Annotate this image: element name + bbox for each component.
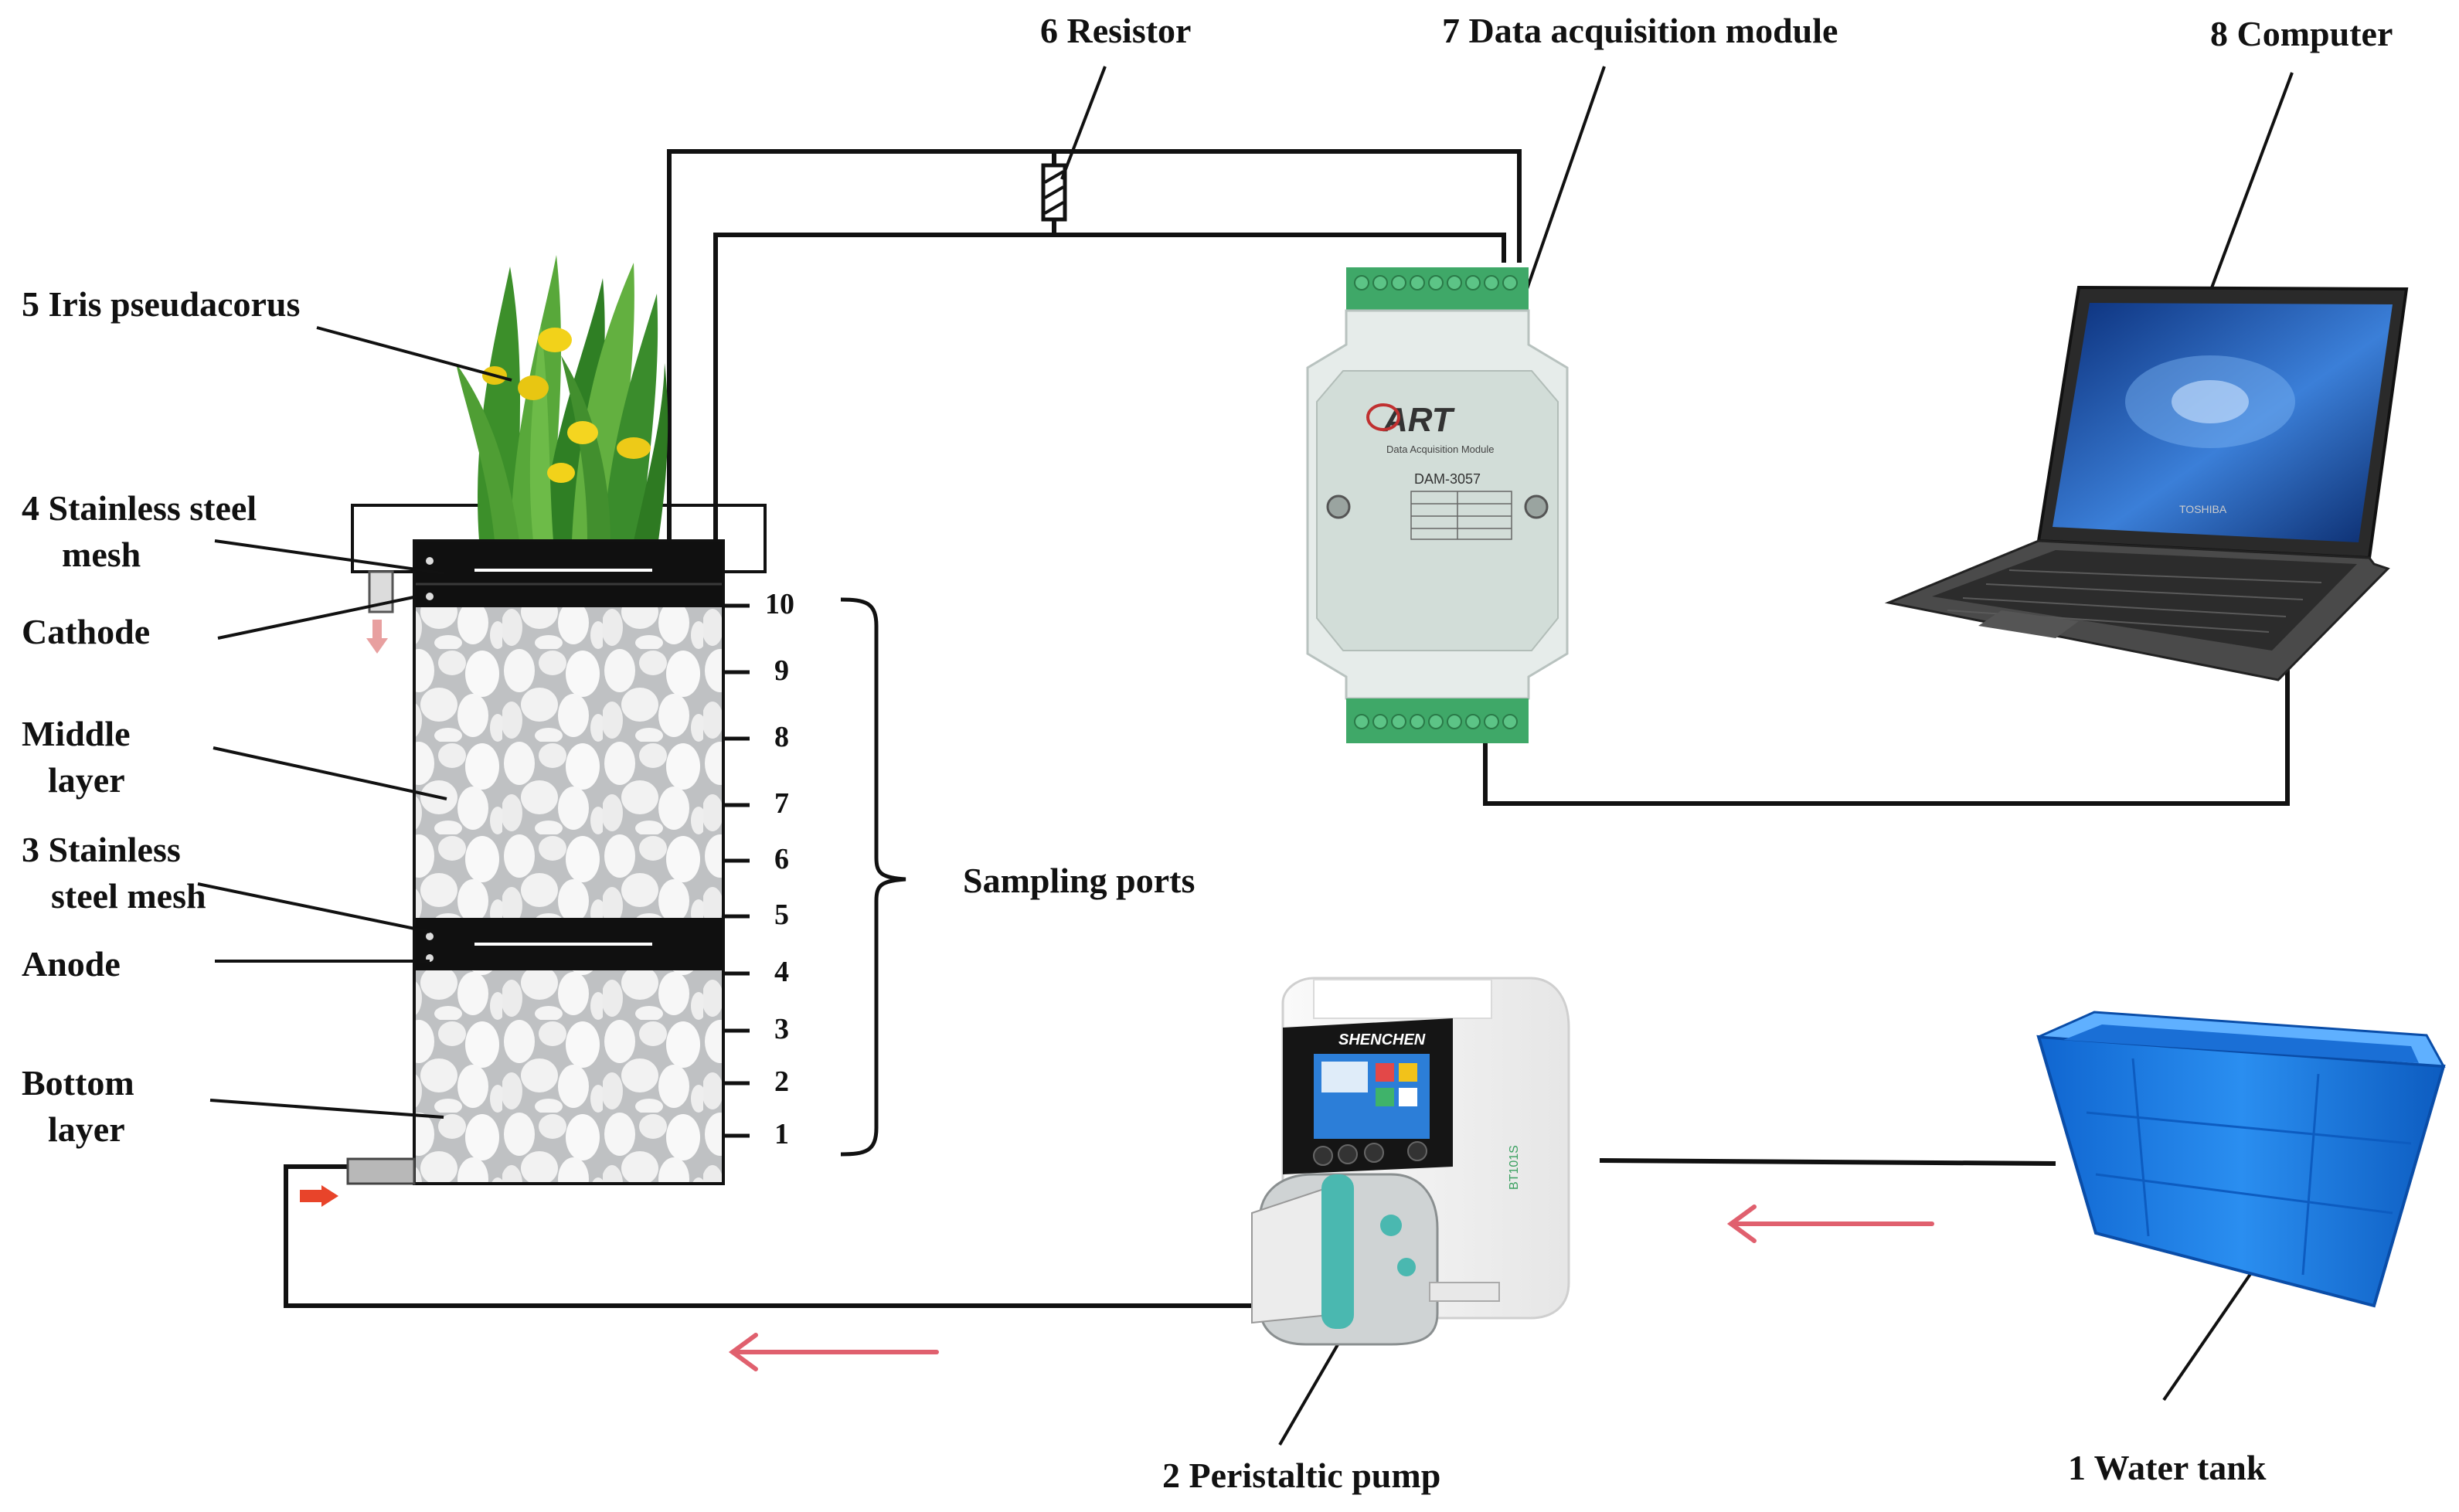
inlet-pipe [346, 1157, 416, 1185]
sampling-port-number: 8 [774, 721, 789, 753]
inlet-arrow [300, 1185, 338, 1207]
wire-daq-computer [1483, 658, 2290, 806]
daq-module: ART Data Acquisition Module DAM-3057 [1306, 267, 1569, 743]
sampling-bracket [840, 597, 906, 1157]
sampling-port-number: 3 [774, 1013, 789, 1045]
sampling-port-number: 6 [774, 843, 789, 875]
water-tank [2036, 1011, 2446, 1308]
sampling-port-ticks [723, 603, 750, 1138]
tube-tank-to-pump [1599, 1158, 2056, 1166]
peristaltic-pump: SHENCHEN BT101S [1251, 977, 1570, 1346]
reactor-column [300, 255, 767, 1207]
middle-layer-gravel [414, 607, 723, 918]
svg-text:BT101S: BT101S [1508, 1145, 1521, 1190]
computer-label: 8 Computer [2210, 14, 2393, 53]
mesh4-label-line1: 4 Stainless steel [22, 488, 257, 528]
middle-label-line1: Middle [22, 714, 131, 753]
flow-arrow-pump-to-reactor [728, 1333, 939, 1371]
sampling-port-number: 2 [774, 1065, 789, 1098]
sampling-port-number: 5 [774, 899, 789, 931]
daq-model: DAM-3057 [1414, 471, 1481, 487]
mesh3-label-line1: 3 Stainless [22, 830, 181, 869]
bottom-label-line1: Bottom [22, 1063, 134, 1103]
bottom-label-line2: layer [48, 1109, 125, 1149]
wiring [667, 149, 2290, 806]
tube-pump-to-reactor [284, 1164, 1252, 1308]
sampling-port-number: 10 [765, 588, 794, 620]
wire-anode-inner [713, 233, 1506, 542]
daq-label: 7 Data acquisition module [1442, 11, 1838, 50]
tank-label: 1 Water tank [2068, 1448, 2267, 1487]
wire-cathode-outer [667, 149, 1522, 542]
iris-plants [456, 255, 668, 541]
flow-arrow-tank-to-pump [1726, 1205, 1934, 1243]
laptop-computer: TOSHIBA [1884, 285, 2409, 681]
mesh3-label-line2: steel mesh [51, 876, 206, 916]
resistor-label: 6 Resistor [1040, 11, 1192, 50]
resistor-symbol [1041, 163, 1067, 222]
cathode-mesh [414, 541, 723, 607]
middle-label-line2: layer [48, 760, 125, 800]
pump-label: 2 Peristaltic pump [1162, 1456, 1441, 1495]
sampling-port-number: 9 [774, 654, 789, 687]
daq-subtitle: Data Acquisition Module [1386, 443, 1494, 455]
sampling-port-number: 4 [774, 956, 789, 988]
tubing [284, 1158, 2056, 1308]
cathode-label: Cathode [22, 612, 151, 651]
mesh4-label-line2: mesh [62, 535, 141, 574]
laptop-brand: TOSHIBA [2179, 503, 2227, 515]
flow-arrows [728, 1205, 1934, 1371]
pump-brand: SHENCHEN [1338, 1031, 1426, 1048]
anode-label: Anode [22, 944, 121, 984]
sampling-ports-label: Sampling ports [963, 861, 1195, 900]
sampling-port-number: 7 [774, 787, 789, 820]
iris-label: 5 Iris pseudacorus [22, 284, 301, 324]
bottom-layer-gravel [414, 970, 723, 1184]
outlet-arrow [366, 620, 388, 654]
sampling-port-number: 1 [774, 1118, 789, 1150]
